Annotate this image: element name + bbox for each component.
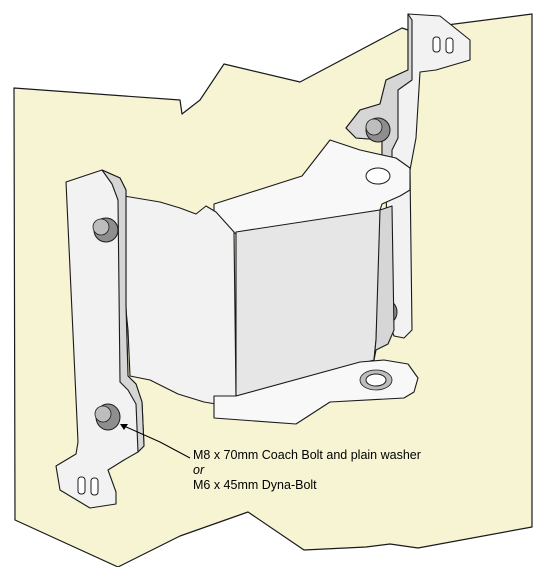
slot-hole xyxy=(446,38,453,53)
slot-hole xyxy=(433,37,440,52)
slot-hole xyxy=(78,477,85,494)
bolt-icon xyxy=(366,118,390,142)
bolt-icon xyxy=(93,218,118,242)
callout-alt-bolt-spec: M6 x 45mm Dyna-Bolt xyxy=(193,478,317,493)
slot-hole xyxy=(91,478,98,495)
callout-or: or xyxy=(193,463,204,478)
mount-hole xyxy=(366,168,390,184)
callout-bolt-spec: M8 x 70mm Coach Bolt and plain washer xyxy=(193,448,421,463)
